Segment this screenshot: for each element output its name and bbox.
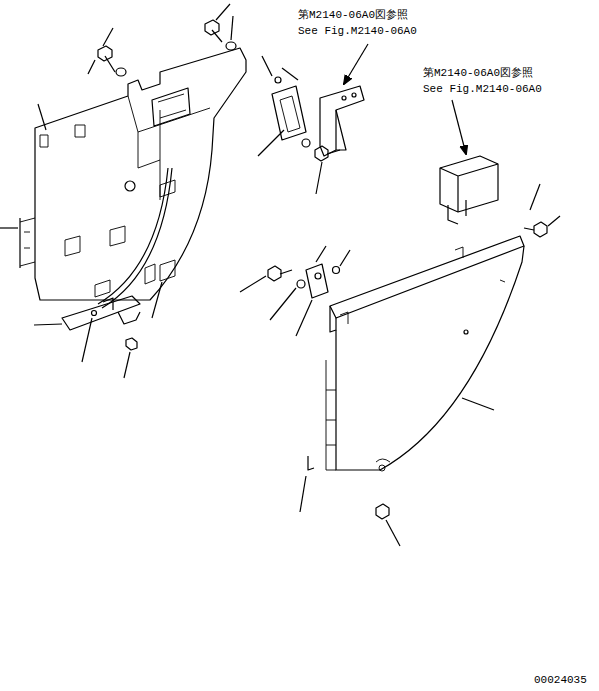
lower-bracket <box>62 296 140 350</box>
reference-note: 第M2140-06A0図参照 <box>422 67 534 80</box>
left-cover-plate <box>20 48 246 308</box>
reference-note: See Fig.M2140-06A0 <box>297 25 418 38</box>
mounting-plate <box>272 77 306 140</box>
reference-note: 第M2140-06A0図参照 <box>297 9 409 22</box>
referenced-bracket <box>440 156 498 224</box>
panel-clip <box>306 264 340 298</box>
referenced-bracket <box>320 86 364 156</box>
bolt <box>98 20 547 519</box>
upper-clip <box>152 88 190 126</box>
reference-note: See Fig.M2140-06A0 <box>422 83 543 96</box>
leader-line <box>0 4 560 546</box>
right-cover-plate <box>308 236 524 470</box>
drawing-number: 00024035 <box>533 674 588 687</box>
reference-arrow <box>344 44 466 154</box>
